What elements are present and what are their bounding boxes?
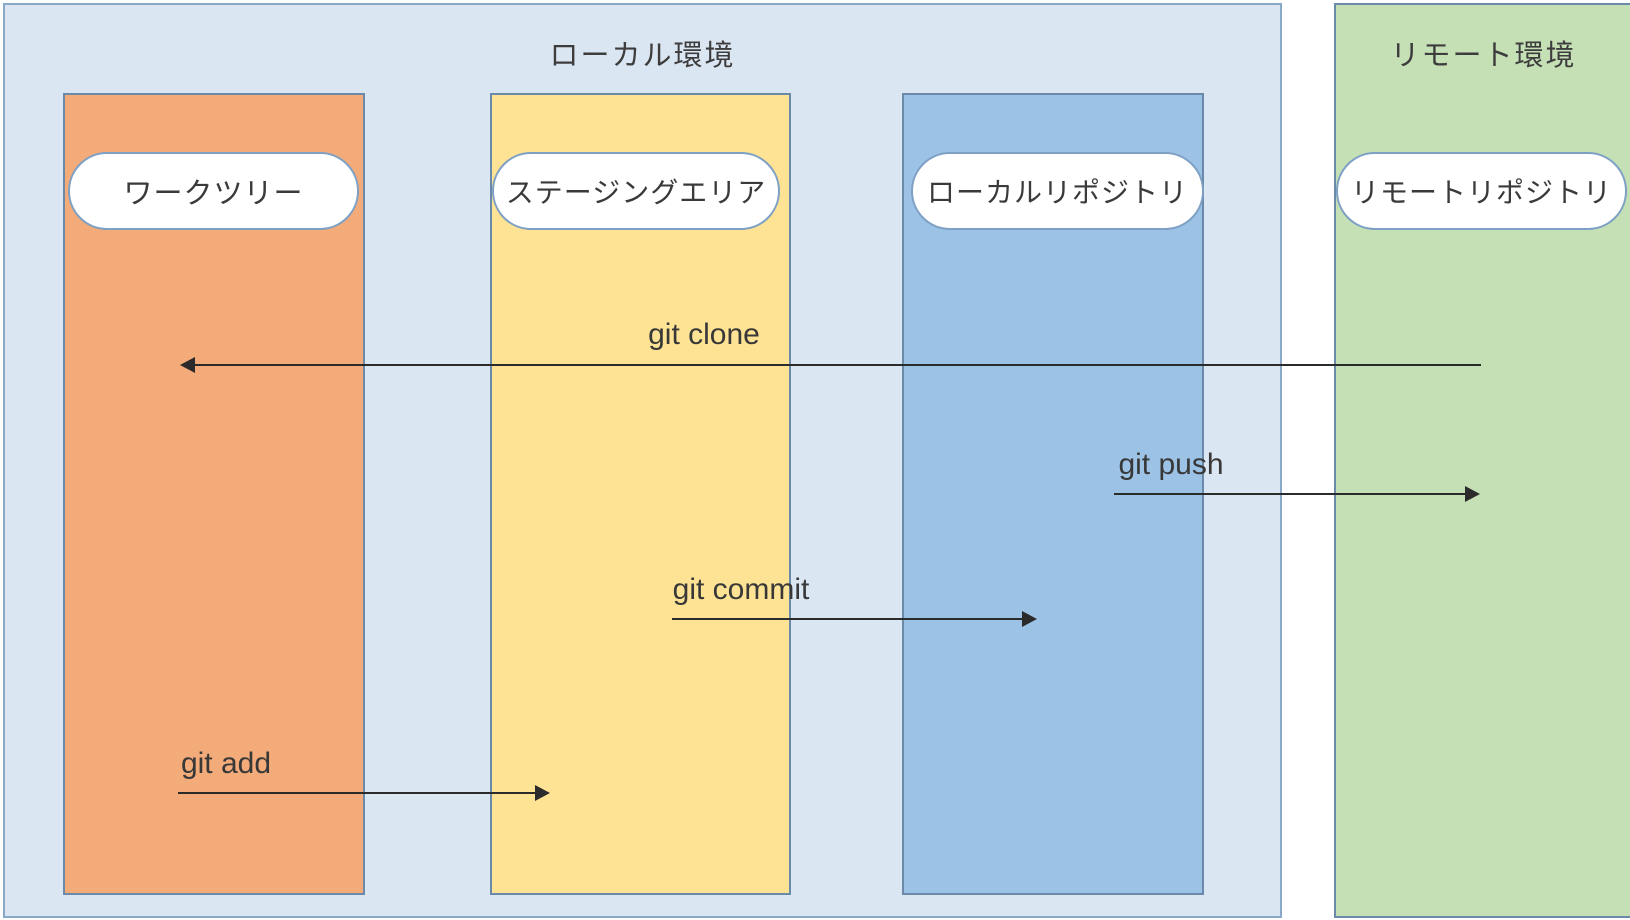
local-repository-label: ローカルリポジトリ — [926, 177, 1188, 208]
remote-environment-box: リモート環境 — [1334, 3, 1630, 918]
local-environment-title: ローカル環境 — [549, 40, 736, 72]
git-push-arrow-line — [1114, 493, 1466, 495]
work-tree-node: ワークツリー — [68, 152, 359, 230]
staging-area-label: ステージングエリア — [505, 177, 767, 208]
remote-repository-node: リモートリポジトリ — [1336, 152, 1627, 230]
git-clone-label: git clone — [648, 318, 760, 351]
remote-repository-label: リモートリポジトリ — [1350, 177, 1612, 208]
staging-area-node: ステージングエリア — [492, 152, 780, 230]
git-commit-arrowhead-icon — [1022, 611, 1037, 627]
git-push-label: git push — [1118, 448, 1224, 481]
git-clone-arrowhead-icon — [180, 357, 195, 373]
git-push-arrowhead-icon — [1465, 486, 1480, 502]
local-repository-node: ローカルリポジトリ — [911, 152, 1204, 230]
work-tree-label: ワークツリー — [123, 178, 304, 210]
git-add-label: git add — [180, 747, 272, 780]
remote-environment-title: リモート環境 — [1390, 40, 1577, 72]
git-commit-arrow-line — [672, 618, 1023, 620]
git-clone-arrow-line — [194, 364, 1481, 366]
git-add-arrowhead-icon — [535, 785, 550, 801]
git-commit-label: git commit — [672, 573, 810, 606]
git-add-arrow-line — [178, 792, 536, 794]
